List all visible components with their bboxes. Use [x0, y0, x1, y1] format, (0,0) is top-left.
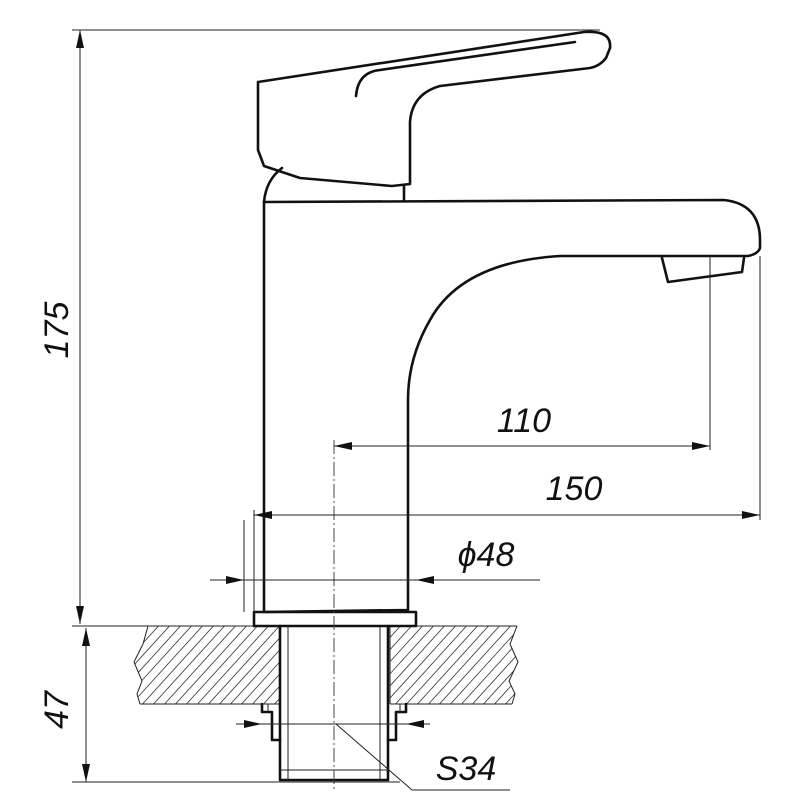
hatch-line — [568, 610, 668, 720]
hatch-line — [645, 610, 745, 720]
hatch-line — [391, 626, 493, 704]
hatch-line — [149, 626, 251, 704]
hatch-line — [182, 626, 284, 704]
dimension-lines — [72, 29, 761, 791]
hatch-line — [579, 610, 679, 720]
hatch-line — [138, 626, 240, 704]
base-flange — [252, 610, 418, 628]
faucet-outline — [252, 30, 762, 790]
dim-body-diameter: ϕ48 — [458, 536, 515, 574]
dim-total-height: 175 — [38, 302, 76, 359]
hatch-line — [601, 610, 701, 720]
hatch-line — [134, 626, 207, 704]
dim-thread: S34 — [436, 750, 497, 788]
hatch-line — [457, 626, 518, 704]
hatch-line — [446, 626, 518, 704]
hatch-line — [468, 626, 518, 704]
hatch-line — [134, 626, 229, 704]
dimension-labels: 175 47 110 150 ϕ48 S34 — [38, 302, 602, 788]
dim-spout-reach: 110 — [497, 402, 551, 440]
lever-handle — [256, 30, 612, 188]
hatch-line — [435, 626, 518, 704]
hatch-line — [678, 610, 778, 720]
hatch-line — [424, 626, 518, 704]
hatch-line — [623, 610, 723, 720]
hatch-line — [490, 626, 518, 704]
aerator — [660, 256, 746, 284]
hatch-line — [134, 626, 174, 704]
hatch-line — [700, 610, 800, 720]
hatch-line — [479, 626, 518, 704]
hatch-line — [667, 610, 767, 720]
spout-body — [262, 198, 762, 614]
hatch-line — [193, 626, 295, 704]
hatch-line — [634, 610, 734, 720]
hatch-line — [711, 610, 800, 720]
hatch-line — [590, 610, 690, 720]
hatch-line — [134, 626, 185, 704]
dim-base-height: 47 — [38, 690, 76, 729]
hatch-line — [557, 610, 657, 720]
hatch-line — [160, 626, 262, 704]
hatch-line — [546, 610, 646, 720]
hatch-line — [171, 626, 273, 704]
hatch-line — [689, 610, 789, 720]
hatch-line — [402, 626, 504, 704]
hatch-line — [524, 610, 624, 720]
hatch-line — [134, 626, 218, 704]
hatch-line — [413, 626, 515, 704]
hatch-line — [656, 610, 756, 720]
hatch-line — [380, 626, 482, 704]
countertop-section — [133, 610, 800, 720]
hatch-line — [535, 610, 635, 720]
hatch-line — [612, 610, 712, 720]
hatch-line — [134, 626, 196, 704]
hatch-line — [512, 626, 518, 704]
dim-overall-length: 150 — [546, 470, 603, 508]
